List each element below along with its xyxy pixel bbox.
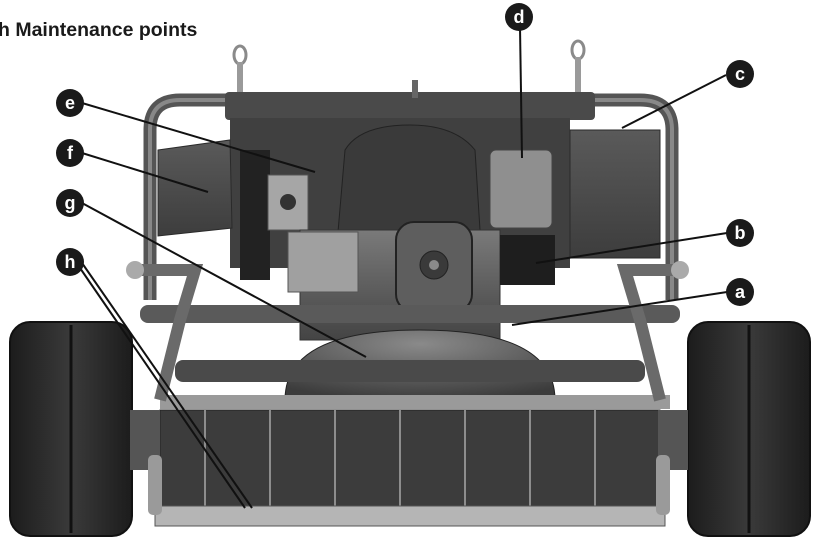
callout-g: g (56, 189, 84, 217)
callout-c-badge (726, 60, 754, 88)
callout-d: d (505, 3, 533, 31)
leader-lines (79, 26, 728, 509)
callout-e-badge (56, 89, 84, 117)
cross-bar (140, 305, 680, 409)
callout-c: c (726, 60, 754, 88)
support-arms (126, 261, 689, 402)
callout-a-letter: a (735, 282, 746, 302)
callout-b: b (726, 219, 754, 247)
callout-e-letter: e (65, 93, 75, 113)
callout-h-badge (56, 248, 84, 276)
right-wheel (656, 321, 811, 537)
callout-h-letter: h (65, 252, 76, 272)
callout-g-letter: g (65, 193, 76, 213)
frame-roll-bar (143, 80, 679, 300)
air-cleaner (489, 149, 555, 285)
rear-grille (154, 409, 666, 527)
callout-b-badge (726, 219, 754, 247)
callout-a: a (726, 278, 754, 306)
callout-d-letter: d (514, 7, 525, 27)
callout-f: f (56, 139, 84, 167)
callout-c-letter: c (735, 64, 745, 84)
callout-g-badge (56, 189, 84, 217)
side-box-right (569, 129, 661, 259)
lifting-eye-right (570, 39, 586, 92)
battery-bracket (240, 150, 309, 280)
callout-e: e (56, 89, 84, 117)
page-title: h Maintenance points (0, 19, 198, 41)
lifting-eye-left (232, 44, 248, 92)
callout-a-badge (726, 278, 754, 306)
callout-b-letter: b (735, 223, 746, 243)
callout-f-letter: f (67, 143, 74, 163)
callout-d-badge (505, 3, 533, 31)
left-wheel (9, 321, 162, 537)
callout-h: h (56, 248, 84, 276)
callout-f-badge (56, 139, 84, 167)
